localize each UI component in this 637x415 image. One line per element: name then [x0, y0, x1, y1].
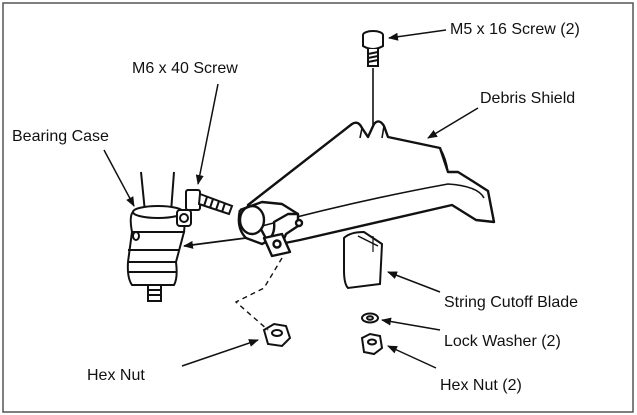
- label-lock-washer: Lock Washer (2): [444, 333, 561, 350]
- label-m5-screw: M5 x 16 Screw (2): [450, 21, 580, 38]
- label-hex-nut: Hex Nut: [87, 367, 145, 384]
- leader-lines: [103, 29, 479, 369]
- label-bearing-case: Bearing Case: [12, 128, 109, 145]
- string-cutoff-blade-icon: [343, 230, 384, 290]
- assembly-arrow: [183, 237, 247, 249]
- hex-nut-icon: [262, 322, 292, 348]
- m5-screw-icon: [362, 30, 384, 67]
- label-debris-shield: Debris Shield: [480, 90, 576, 107]
- bearing-case-icon: [126, 171, 192, 302]
- debris-shield-icon: [237, 120, 496, 258]
- hex-nut-icon: [360, 332, 384, 356]
- label-string-cutoff-blade: String Cutoff Blade: [444, 294, 579, 311]
- m6-screw-icon: [185, 189, 234, 216]
- lock-washer-icon: [361, 312, 379, 324]
- label-hex-nut-2: Hex Nut (2): [440, 377, 522, 394]
- label-m6-screw: M6 x 40 Screw: [132, 60, 238, 77]
